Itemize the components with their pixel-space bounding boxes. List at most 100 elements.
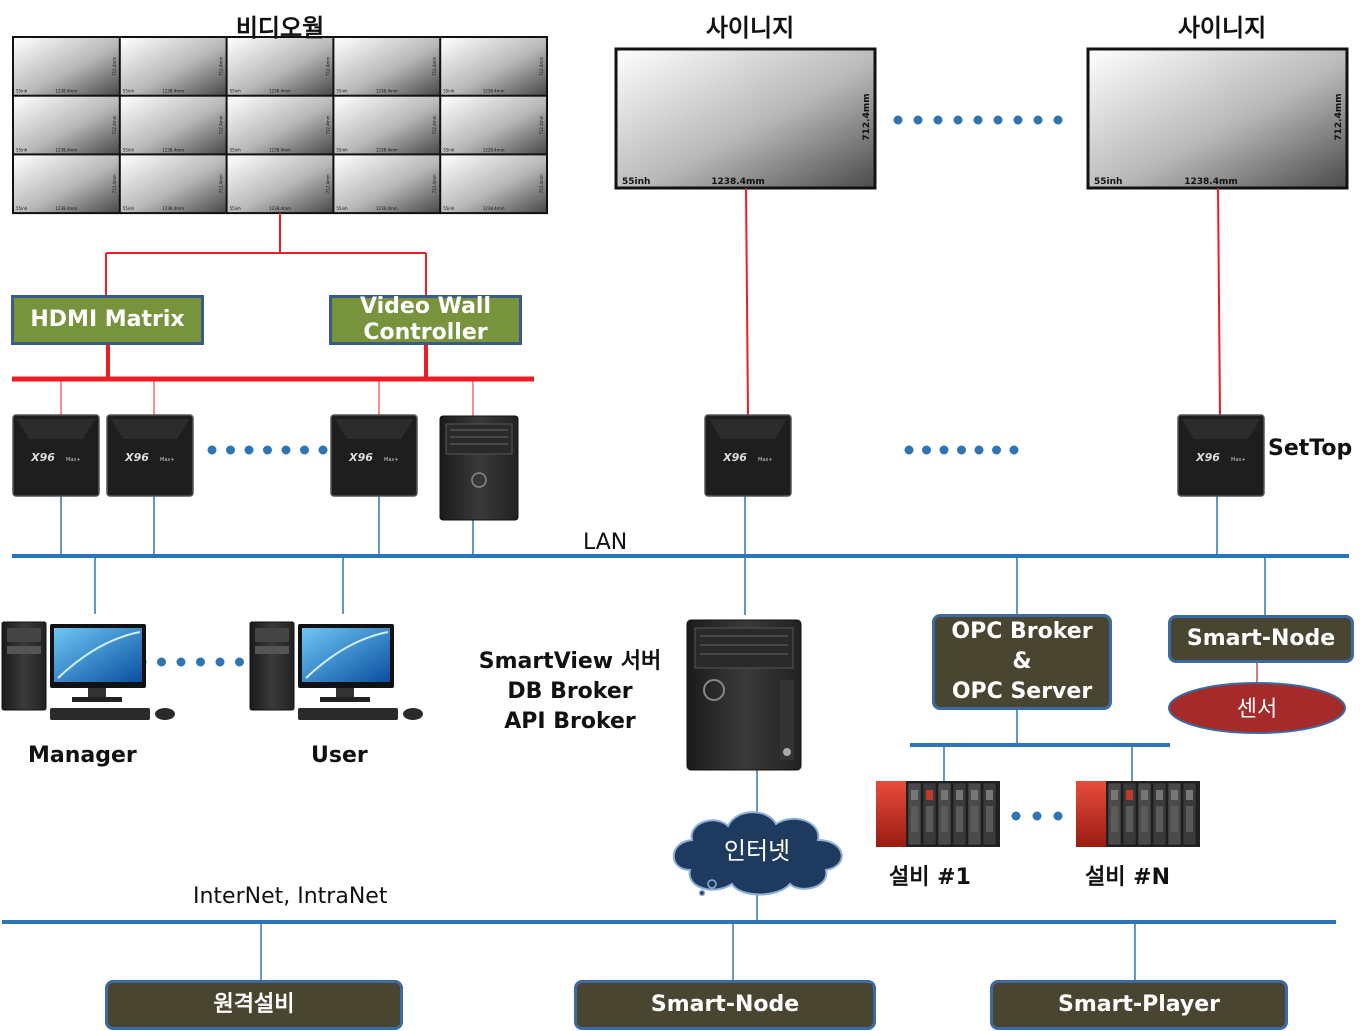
settop-label: SetTop: [1268, 436, 1353, 461]
screen-size-label: 55inh: [16, 206, 28, 211]
smart-node-box-bottom: Smart-Node: [574, 980, 876, 1030]
screen-width-label: 1238.4mm: [483, 206, 505, 211]
signage-title-2: 사이니지: [1177, 14, 1267, 42]
screen-height-label: 712.4mm: [432, 57, 437, 76]
screen-size-label: 55inh: [230, 89, 242, 94]
screen-height-label: 712.4mm: [539, 57, 544, 76]
screen-size-label: 55inh: [443, 206, 455, 211]
screen-width-label: 1238.4mm: [376, 147, 398, 152]
signage-screen-2: 55inh 1238.4mm 712.4mm: [1086, 47, 1349, 190]
settop-brand: X96: [1195, 451, 1220, 464]
screen-height-label: 712.4mm: [325, 115, 330, 134]
dot: [1011, 811, 1021, 821]
settop-box: X96 Max+: [106, 414, 194, 497]
dot: [157, 657, 166, 667]
screen-height-label: 712.4mm: [862, 93, 872, 140]
settop-brand: X96: [124, 451, 149, 464]
screen-width-label: 1238.4mm: [376, 206, 398, 211]
desktop-pcs: [1, 621, 423, 720]
settop-model: Max+: [66, 457, 81, 463]
dot: [973, 115, 983, 125]
screen-size-label: 55inh: [16, 89, 28, 94]
dot: [1053, 115, 1063, 125]
screen-size-label: 55inh: [230, 147, 242, 152]
screen-width-label: 1238.4mm: [711, 177, 765, 187]
screen-size-label: 55inh: [123, 206, 135, 211]
screen-height-label: 712.4mm: [219, 174, 224, 193]
dot: [263, 445, 272, 455]
equipment-n-label: 설비 #N: [1085, 865, 1170, 890]
server-line-2: DB Broker: [507, 679, 633, 704]
dot: [939, 445, 949, 455]
screen-size-label: 55inh: [123, 147, 135, 152]
opc-line-1: OPC Broker: [951, 619, 1093, 644]
video-wall-panel: 55inh 1238.4mm 712.4mm: [227, 38, 333, 95]
video-wall-title: 비디오월: [235, 14, 325, 42]
screen-height-label: 712.4mm: [432, 115, 437, 134]
hdmi-matrix-label: HDMI Matrix: [30, 307, 185, 332]
screen-size-label: 55inh: [443, 147, 455, 152]
internet-cloud-icon: 인터넷: [672, 811, 843, 897]
screen-height-label: 712.4mm: [432, 174, 437, 193]
plc-equipment: [876, 781, 1200, 847]
plc-unit: [1076, 781, 1200, 847]
opc-broker-box: OPC Broker & OPC Server: [932, 614, 1112, 710]
screen-height-label: 712.4mm: [539, 174, 544, 193]
smart-node-right-label: Smart-Node: [1186, 626, 1336, 651]
screen-height-label: 712.4mm: [112, 57, 117, 76]
screen-height-label: 712.4mm: [112, 115, 117, 134]
server-line-1: SmartView 서버: [478, 649, 662, 674]
settop-box: X96 Max+: [12, 414, 100, 497]
internet-cloud-label: 인터넷: [724, 837, 790, 865]
screen-width-label: 1238.4mm: [1184, 177, 1238, 187]
tower-pc-small: [439, 415, 519, 521]
smart-node-box-right: Smart-Node: [1168, 615, 1354, 663]
screen-size-label: 55inh: [336, 147, 348, 152]
dot: [318, 445, 328, 455]
user-label: User: [311, 743, 368, 768]
sensor: 센서: [1168, 682, 1346, 734]
signage-title-1: 사이니지: [705, 14, 795, 42]
opc-line-2: &: [1012, 649, 1032, 674]
dot: [992, 445, 1001, 455]
dot: [922, 445, 931, 455]
settop-model: Max+: [384, 457, 399, 463]
video-wall-controller-label-1: Video Wall: [359, 294, 492, 319]
dot: [235, 657, 244, 667]
screen-size-label: 55inh: [336, 89, 348, 94]
screen-width-label: 1238.4mm: [269, 147, 291, 152]
screen-width-label: 1238.4mm: [483, 89, 505, 94]
screen-width-label: 1238.4mm: [269, 89, 291, 94]
settop-brand: X96: [348, 451, 373, 464]
dot: [207, 445, 217, 455]
video-wall: 55inh 1238.4mm 712.4mm 55inh 1238.4mm 712.4mm…: [12, 36, 548, 215]
screen-width-label: 1238.4mm: [162, 206, 184, 211]
manager-label: Manager: [28, 743, 137, 768]
settop-brand: X96: [30, 451, 55, 464]
server-tower: [686, 619, 802, 771]
screen-width-label: 1238.4mm: [376, 89, 398, 94]
video-wall-controller-label-2: Controller: [363, 320, 488, 345]
desktop-pc: [249, 621, 423, 720]
opc-line-3: OPC Server: [951, 679, 1093, 704]
settop-model: Max+: [160, 457, 175, 463]
server-description: SmartView 서버 DB Broker API Broker: [460, 647, 680, 737]
screen-height-label: 712.4mm: [325, 57, 330, 76]
dot: [953, 115, 963, 125]
dot: [281, 445, 291, 455]
lan-label: LAN: [583, 530, 628, 555]
sensor-label: 센서: [1237, 697, 1277, 722]
video-wall-panel: 55inh 1238.4mm 712.4mm: [120, 155, 226, 213]
screen-size-label: 55inh: [16, 147, 28, 152]
remote-equipment-box: 원격설비: [105, 980, 403, 1030]
